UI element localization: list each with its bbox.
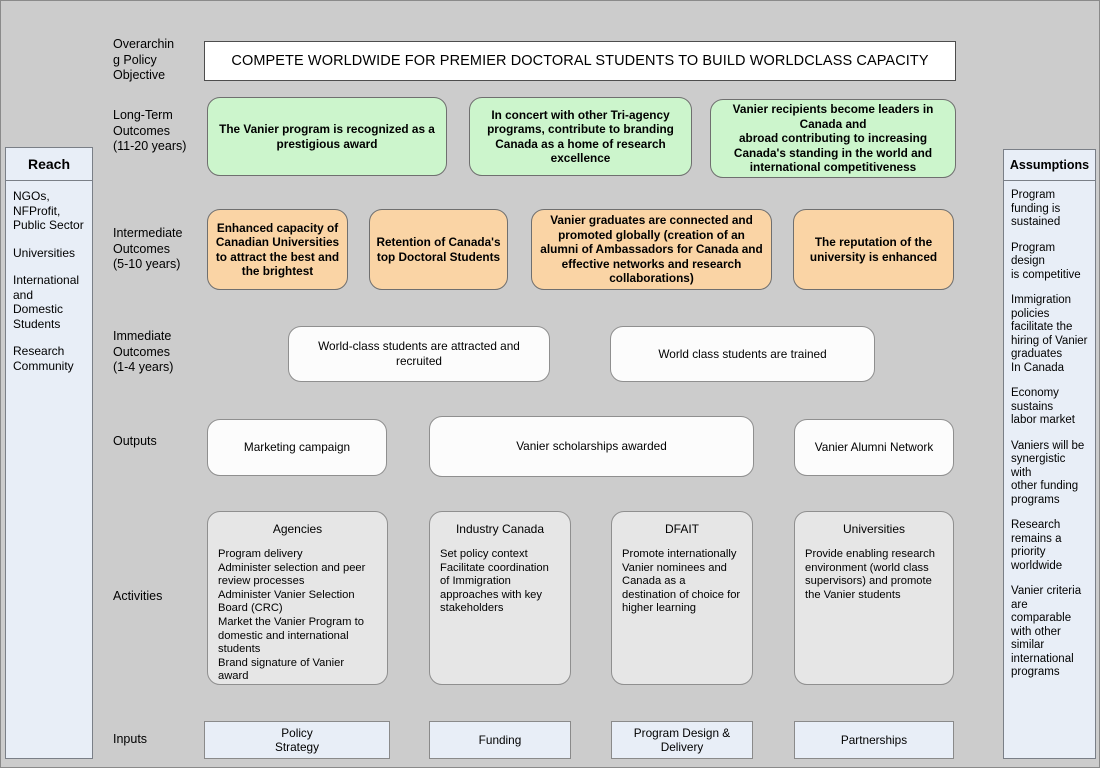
overarching-objective-text: COMPETE WORLDWIDE FOR PREMIER DOCTORAL S… bbox=[231, 53, 929, 69]
row-label-long-term: Long-Term Outcomes (11-20 years) bbox=[113, 108, 187, 153]
activity-heading: Universities bbox=[842, 522, 905, 536]
reach-list: NGOs, NFProfit, Public Sector Universiti… bbox=[6, 181, 92, 392]
assumptions-panel: Assumptions Program funding is sustained… bbox=[1003, 149, 1096, 759]
intermediate-outcome-box: Retention of Canada's top Doctoral Stude… bbox=[369, 209, 508, 290]
output-text: Vanier scholarships awarded bbox=[516, 439, 667, 453]
row-label-outputs: Outputs bbox=[113, 434, 157, 448]
reach-heading: Reach bbox=[6, 148, 92, 181]
intermediate-outcome-box: Enhanced capacity of Canadian Universiti… bbox=[207, 209, 348, 290]
row-label-activities: Activities bbox=[113, 589, 163, 603]
input-box: Program Design & Delivery bbox=[611, 721, 753, 759]
long-term-outcome-text: The Vanier program is recognized as a pr… bbox=[219, 122, 435, 151]
activity-heading: Agencies bbox=[272, 522, 323, 536]
activity-heading: DFAIT bbox=[664, 522, 699, 536]
assumption-item: Research remains a priority worldwide bbox=[1011, 519, 1063, 572]
row-label-inputs: Inputs bbox=[113, 732, 148, 746]
assumption-item: Vanier criteria are comparable with othe… bbox=[1011, 585, 1082, 678]
assumption-item: Economy sustains labor market bbox=[1011, 387, 1075, 426]
activity-body: Promote internationally Vanier nominees … bbox=[622, 548, 741, 615]
output-box: Vanier Alumni Network bbox=[794, 419, 954, 476]
assumptions-list: Program funding is sustained Program des… bbox=[1004, 181, 1095, 698]
activity-box: Agencies Program delivery Administer sel… bbox=[207, 511, 388, 685]
long-term-outcome-text: Vanier recipients become leaders in Cana… bbox=[732, 102, 934, 175]
assumption-item: Program funding is sustained bbox=[1011, 189, 1061, 228]
input-box: Policy Strategy bbox=[204, 721, 390, 759]
input-text: Policy Strategy bbox=[275, 725, 319, 755]
input-box: Partnerships bbox=[794, 721, 954, 759]
activity-body: Provide enabling research environment (w… bbox=[805, 548, 935, 601]
overarching-objective-box: COMPETE WORLDWIDE FOR PREMIER DOCTORAL S… bbox=[204, 41, 956, 81]
long-term-outcome-box: The Vanier program is recognized as a pr… bbox=[207, 97, 447, 176]
immediate-outcome-text: World class students are trained bbox=[658, 346, 827, 361]
assumptions-heading: Assumptions bbox=[1004, 150, 1095, 181]
input-box: Funding bbox=[429, 721, 571, 759]
immediate-outcome-text: World-class students are attracted and r… bbox=[318, 339, 520, 368]
reach-panel: Reach NGOs, NFProfit, Public Sector Univ… bbox=[5, 147, 93, 759]
assumption-item: Program design is competitive bbox=[1011, 241, 1081, 281]
intermediate-outcome-text: Retention of Canada's top Doctoral Stude… bbox=[376, 235, 501, 264]
activity-body: Program delivery Administer selection an… bbox=[218, 548, 366, 683]
row-label-intermediate: Intermediate Outcomes (5-10 years) bbox=[113, 226, 183, 271]
output-box: Marketing campaign bbox=[207, 419, 387, 476]
activity-body: Set policy context Facilitate coordinati… bbox=[440, 548, 549, 615]
activity-box: DFAIT Promote internationally Vanier nom… bbox=[611, 511, 753, 685]
output-text: Vanier Alumni Network bbox=[814, 440, 934, 454]
row-label-objective: Overarchin g Policy Objective bbox=[113, 37, 175, 82]
intermediate-outcome-box: The reputation of the university is enha… bbox=[793, 209, 954, 290]
intermediate-outcome-text: The reputation of the university is enha… bbox=[809, 235, 938, 264]
row-label-immediate: Immediate Outcomes (1-4 years) bbox=[113, 329, 174, 374]
input-text: Program Design & Delivery bbox=[633, 725, 731, 755]
reach-item: NGOs, NFProfit, Public Sector bbox=[13, 189, 84, 232]
long-term-outcome-box: Vanier recipients become leaders in Cana… bbox=[710, 99, 956, 178]
reach-item: Research Community bbox=[13, 344, 74, 373]
assumption-item: Vaniers will be synergistic with other f… bbox=[1011, 439, 1085, 506]
immediate-outcome-box: World-class students are attracted and r… bbox=[288, 326, 550, 382]
reach-item: Universities bbox=[13, 245, 76, 260]
activity-box: Industry Canada Set policy context Facil… bbox=[429, 511, 571, 685]
long-term-outcome-box: In concert with other Tri-agency program… bbox=[469, 97, 692, 176]
output-text: Marketing campaign bbox=[243, 440, 351, 454]
activity-heading: Industry Canada bbox=[455, 522, 545, 536]
intermediate-outcome-text: Vanier graduates are connected and promo… bbox=[540, 213, 763, 286]
output-box: Vanier scholarships awarded bbox=[429, 416, 754, 477]
immediate-outcome-box: World class students are trained bbox=[610, 326, 875, 382]
intermediate-outcome-box: Vanier graduates are connected and promo… bbox=[531, 209, 772, 290]
activity-box: Universities Provide enabling research e… bbox=[794, 511, 954, 685]
assumption-item: Immigration policies facilitate the hiri… bbox=[1011, 294, 1088, 374]
reach-item: International and Domestic Students bbox=[13, 273, 80, 331]
long-term-outcome-text: In concert with other Tri-agency program… bbox=[487, 107, 674, 166]
input-text: Partnerships bbox=[840, 732, 908, 747]
input-text: Funding bbox=[478, 732, 522, 747]
intermediate-outcome-text: Enhanced capacity of Canadian Universiti… bbox=[215, 220, 340, 279]
